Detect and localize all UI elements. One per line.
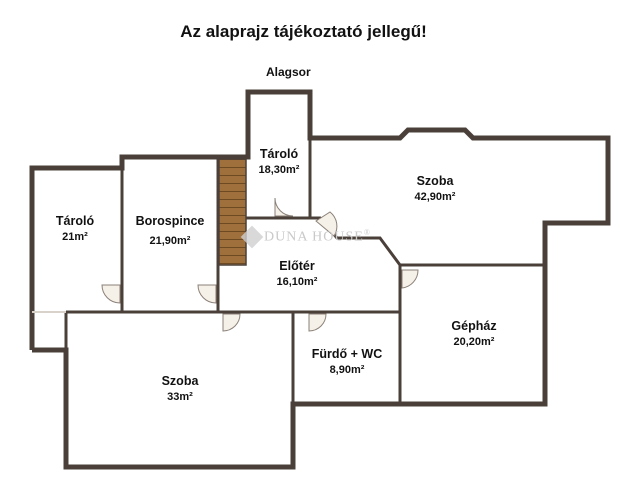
disclaimer-title: Az alaprajz tájékoztató jellegű! xyxy=(0,22,631,42)
room-name: Előtér xyxy=(279,259,315,273)
watermark-brand: DUNA HOUSE xyxy=(264,229,364,245)
staircase xyxy=(218,158,247,266)
watermark-text: DUNA HOUSE® xyxy=(264,228,371,246)
registered-mark: ® xyxy=(363,228,371,237)
room-name: Tároló xyxy=(259,147,299,161)
room-area: 20,20m² xyxy=(453,335,495,348)
room-eloter: Előtér 16,10m² xyxy=(262,258,332,290)
room-szoba-small: Szoba 33m² xyxy=(140,373,220,405)
door-szoba-small[interactable] xyxy=(222,313,241,332)
floor-level-label: Alagsor xyxy=(266,65,311,79)
room-area: 21,90m² xyxy=(149,234,191,247)
room-name: Szoba xyxy=(416,174,454,188)
walls xyxy=(29,89,611,470)
wall-eloter-szoba xyxy=(310,216,545,267)
room-tarolo-top: Tároló 18,30m² xyxy=(248,146,310,178)
door-furdo[interactable] xyxy=(308,313,327,332)
room-area: 8,90m² xyxy=(329,363,365,376)
room-name: Tároló xyxy=(55,214,95,228)
room-gephaz: Gépház 20,20m² xyxy=(436,318,512,350)
duna-house-logo-icon xyxy=(240,225,264,249)
room-area: 42,90m² xyxy=(414,190,456,203)
room-area: 18,30m² xyxy=(258,163,300,176)
room-area: 21m² xyxy=(62,230,88,243)
room-szoba-large: Szoba 42,90m² xyxy=(400,173,470,205)
outer-wall xyxy=(29,89,611,470)
door-gephaz[interactable] xyxy=(401,269,419,289)
room-name: Gépház xyxy=(451,319,497,333)
room-name: Fürdő + WC xyxy=(311,347,383,361)
room-borospince: Borospince 21,90m² xyxy=(124,213,216,249)
disclaimer-text: Az alaprajz tájékoztató jellegű! xyxy=(180,22,427,41)
room-area: 16,10m² xyxy=(276,275,318,288)
room-tarolo-left: Tároló 21m² xyxy=(40,213,110,245)
door-tarolo-left[interactable] xyxy=(101,284,121,304)
room-area: 33m² xyxy=(167,390,193,403)
watermark: DUNA HOUSE® xyxy=(240,225,371,249)
room-furdo-wc: Fürdő + WC 8,90m² xyxy=(298,346,396,378)
door-borospince[interactable] xyxy=(197,284,217,304)
door-szoba-large[interactable] xyxy=(315,211,338,237)
room-name: Szoba xyxy=(161,374,199,388)
door-tarolo-top[interactable] xyxy=(274,197,294,217)
room-name: Borospince xyxy=(135,214,205,228)
